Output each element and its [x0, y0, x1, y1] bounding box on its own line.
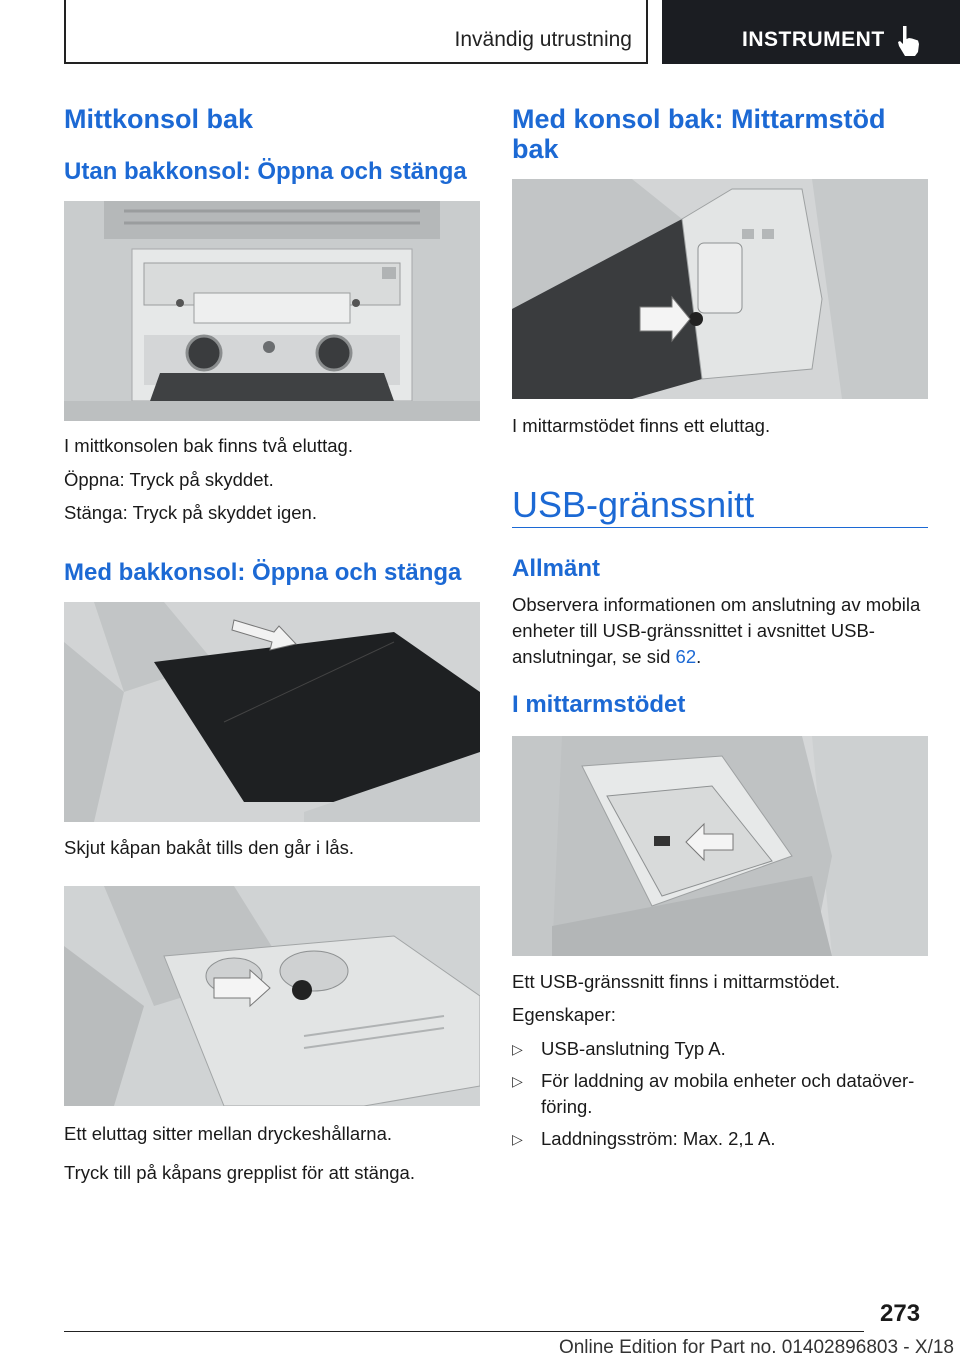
pointing-hand-icon — [898, 26, 919, 56]
text-armrest-socket: I mittarmstödet finns ett eluttag. — [512, 415, 771, 436]
triangle-bullet-icon: ▷ — [512, 1131, 523, 1147]
illustration-armrest-socket — [512, 179, 928, 399]
section-title-armrest: Med konsol bak: Mittarmstöd bak — [512, 104, 886, 164]
text-close-instruction: Stänga: Tryck på skyddet igen. — [64, 502, 317, 523]
footer-rule — [64, 1331, 864, 1332]
section-title-rear-console: Mittkonsol bak — [64, 104, 254, 134]
illustration-rear-console-sockets — [64, 201, 480, 421]
section-underline — [512, 527, 928, 528]
page-number: 273 — [880, 1300, 921, 1327]
text-open-instruction: Öppna: Tryck på skyddet. — [64, 469, 274, 490]
list-item-text: USB-anslutning Typ A. — [541, 1038, 726, 1059]
footer-edition-text: Online Edition for Part no. 01402896803 … — [558, 1337, 954, 1358]
subsection-title-in-armrest: I mittarmstödet — [512, 691, 686, 718]
header-section-title: Invändig utrustning — [454, 28, 632, 51]
header-chapter-box: INSTRUMENT — [662, 0, 960, 64]
text-usb-location: Ett USB-gränssnitt finns i mittarmstödet… — [512, 971, 840, 992]
header-section-box: Invändig utrustning — [64, 0, 648, 64]
subsection-title-general: Allmänt — [512, 555, 601, 582]
section-title-usb: USB-gränssnitt — [512, 484, 755, 525]
text-sockets-info: I mittkonsolen bak finns två eluttag. — [64, 435, 353, 456]
header-chapter-title: INSTRUMENT — [742, 28, 885, 51]
text-socket-between-cupholders: Ett eluttag sitter mellan dryckeshållarn… — [64, 1123, 393, 1144]
text-general-info-body: Observera informationen om anslutning av… — [512, 594, 921, 667]
text-general-info: Observera informationen om anslutning av… — [512, 592, 928, 670]
text-slide-cover: Skjut kåpan bakåt tills den går i lås. — [64, 837, 354, 858]
illustration-armrest-usb — [512, 736, 928, 956]
triangle-bullet-icon: ▷ — [512, 1073, 523, 1089]
page-link-62[interactable]: 62 — [675, 646, 697, 667]
list-item: ▷ För laddning av mobila enheter och dat… — [512, 1068, 928, 1120]
text-features-label: Egenskaper: — [512, 1004, 616, 1025]
illustration-console-cover — [64, 602, 480, 822]
subsection-title-without-console: Utan bakkonsol: Öppna och stänga — [64, 158, 467, 185]
list-item-text: Laddningsström: Max. 2,1 A. — [541, 1128, 776, 1149]
triangle-bullet-icon: ▷ — [512, 1041, 523, 1057]
illustration-cupholder-socket — [64, 886, 480, 1106]
list-item-text: För laddning av mobila enheter och dataö… — [541, 1070, 915, 1117]
subsection-title-with-console: Med bakkonsol: Öppna och stänga — [64, 559, 462, 586]
list-item: ▷ USB-anslutning Typ A. — [512, 1036, 928, 1062]
text-press-grip-strip: Tryck till på kåpans grepplist för att s… — [64, 1162, 415, 1183]
text-general-info-end: . — [696, 646, 702, 667]
list-item: ▷ Laddningsström: Max. 2,1 A. — [512, 1126, 928, 1152]
